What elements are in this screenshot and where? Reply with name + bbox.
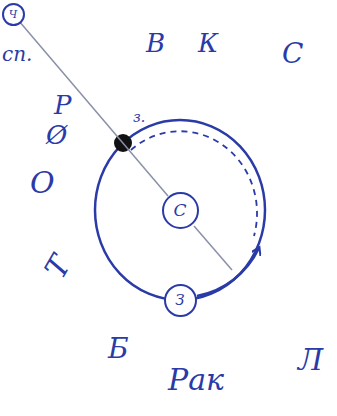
sign-letter: Л (298, 345, 323, 375)
node-text: С (173, 202, 186, 219)
sign-letter: В (146, 30, 165, 56)
node-text: Ч (9, 9, 18, 20)
line-extension (194, 226, 232, 270)
sign-letter: Р (54, 92, 72, 118)
sign-letter: сп. (2, 44, 32, 64)
circle-node: С (162, 192, 199, 229)
node-text: З (175, 293, 184, 308)
sign-letter: С (282, 40, 303, 68)
dashed-arc (131, 131, 257, 236)
sign-letter: Ø (46, 122, 67, 148)
sign-letter: з. (133, 110, 145, 124)
orbit-arrow (197, 248, 259, 296)
sign-letter: Б (108, 335, 129, 363)
circle-node: Ч (2, 3, 25, 26)
sign-letter: К (198, 30, 218, 56)
orbit-circle (95, 120, 265, 300)
sign-letter: Рак (168, 365, 224, 395)
sign-letter: Т (40, 251, 76, 283)
sign-letter: О (30, 168, 55, 198)
circle-node: З (164, 284, 197, 317)
